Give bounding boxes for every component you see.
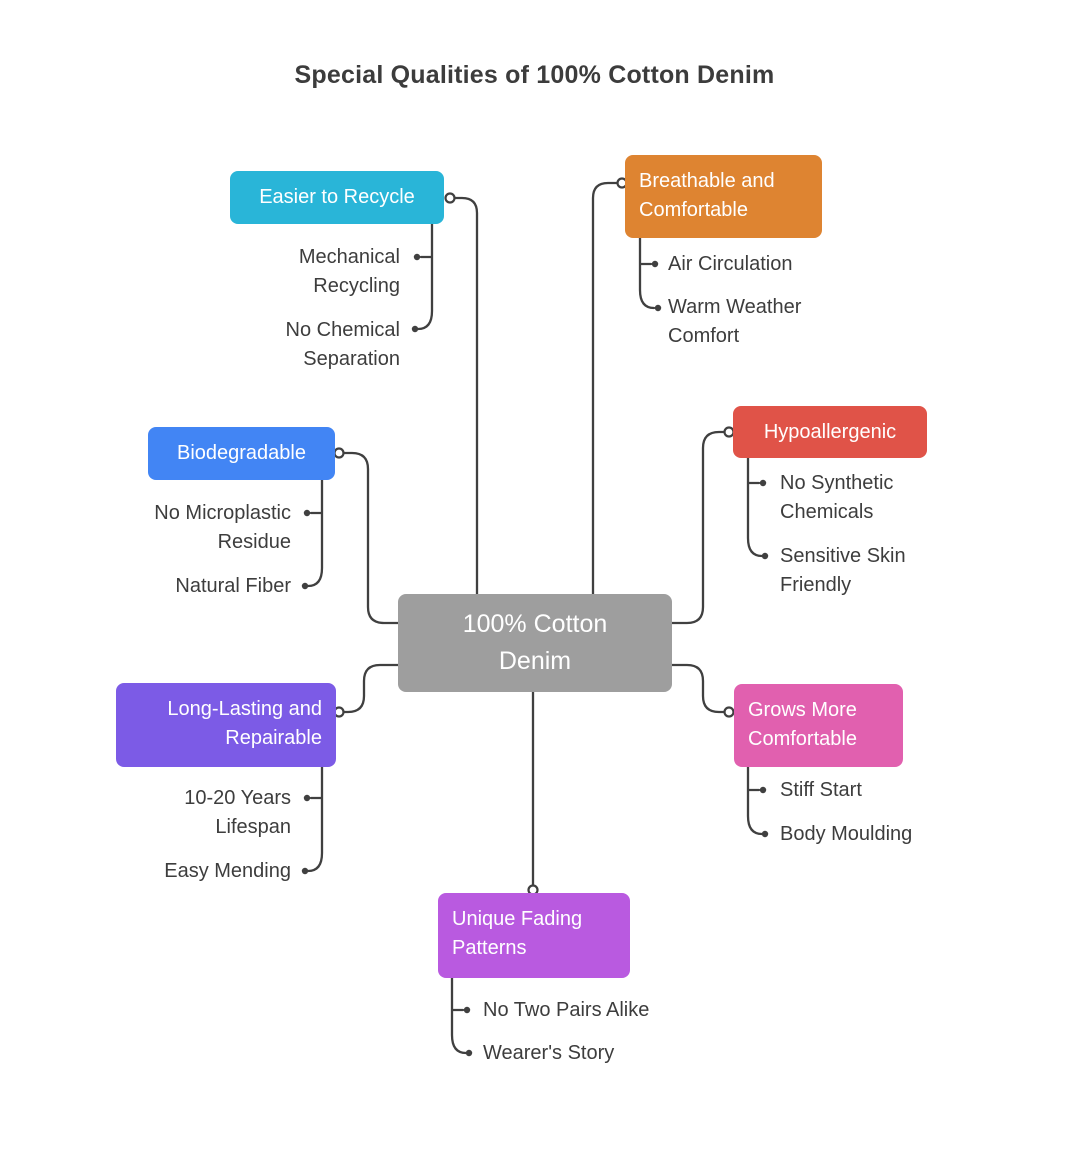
child-label-air-circulation: Air Circulation: [668, 253, 793, 275]
node-biodegradable: Biodegradable: [148, 427, 335, 480]
child-label-stiff-start: Stiff Start: [780, 779, 862, 801]
edge-center-grows: [670, 663, 726, 714]
item-dot-air: [651, 260, 659, 268]
node-long-lasting-repairable: Long-Lasting and Repairable: [116, 683, 336, 767]
child-label-no-microplastic-residue: No Microplastic Residue: [154, 502, 291, 553]
edge-center-breathable: [591, 181, 620, 596]
item-dot-natural: [301, 582, 309, 590]
node-center: 100% Cotton Denim: [398, 594, 672, 692]
node-unique-fading-patterns: Unique Fading Patterns: [438, 893, 630, 978]
child-label-wearers-story: Wearer's Story: [483, 1042, 615, 1064]
node-breathable-comfortable: Breathable and Comfortable: [625, 155, 822, 238]
item-dot-nochem: [411, 325, 419, 333]
item-dot-notwo: [463, 1006, 471, 1014]
child-label-easy-mending: Easy Mending: [164, 860, 291, 882]
edge-sub-longlasting: [306, 765, 324, 873]
edge-center-hypoallergenic: [670, 430, 726, 625]
node-grows-more-comfortable: Grows More Comfortable: [734, 684, 903, 767]
child-label-warm-weather-comfort: Warm Weather Comfort: [668, 296, 802, 347]
edge-sub-unique: [450, 976, 468, 1055]
edge-sub-breathable: [638, 236, 656, 310]
node-hypoallergenic: Hypoallergenic: [733, 406, 927, 458]
edge-center-easier: [452, 196, 479, 596]
child-label-sensitive-skin-friendly: Sensitive Skin Friendly: [780, 545, 906, 596]
edge-sub-biodegradable: [306, 478, 324, 588]
item-dot-synth: [759, 479, 767, 487]
child-label-no-chemical-separation: No Chemical Separation: [285, 319, 400, 370]
edge-sub-hypoallergenic: [746, 456, 764, 558]
child-label-mechanical-recycling: Mechanical Recycling: [298, 246, 400, 297]
item-dot-stiff: [759, 786, 767, 794]
item-dot-mending: [301, 867, 309, 875]
item-dot-body: [761, 830, 769, 838]
item-dot-warm: [654, 304, 662, 312]
edge-sub-grows: [746, 765, 764, 836]
child-label-body-moulding: Body Moulding: [780, 823, 913, 845]
edge-center-longlasting: [341, 663, 400, 714]
item-dot-mechanical: [413, 253, 421, 261]
child-label-no-synthetic-chemicals: No Synthetic Chemicals: [780, 472, 894, 523]
child-label-no-two-pairs-alike: No Two Pairs Alike: [483, 999, 650, 1021]
item-dot-years: [303, 794, 311, 802]
connection-dot-biodegradable: [333, 447, 345, 459]
child-label-natural-fiber: Natural Fiber: [175, 575, 291, 597]
connection-dot-grows: [723, 706, 735, 718]
item-dot-micro: [303, 509, 311, 517]
edge-sub-easier: [416, 222, 434, 331]
item-dot-wearer: [465, 1049, 473, 1057]
item-dot-skin: [761, 552, 769, 560]
connection-dot-easier: [444, 192, 456, 204]
child-label-10-20-years-lifespan: 10-20 Years Lifespan: [184, 787, 291, 838]
edge-center-biodegradable: [341, 451, 400, 625]
node-easier-to-recycle: Easier to Recycle: [230, 171, 444, 224]
diagram-title: Special Qualities of 100% Cotton Denim: [294, 61, 775, 89]
